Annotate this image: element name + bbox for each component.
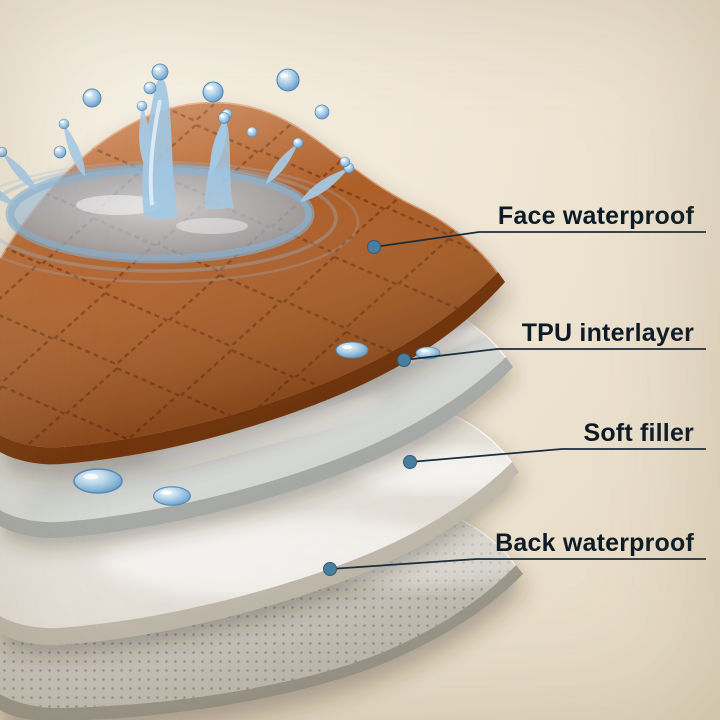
leader-line-back xyxy=(329,558,706,570)
leader-dot-back xyxy=(323,562,337,576)
water-splash-illustration xyxy=(0,63,360,284)
leader-dots xyxy=(323,240,417,576)
leader-line-tpu xyxy=(403,348,706,361)
label-back-waterproof: Back waterproof xyxy=(495,529,694,557)
leader-dot-tpu xyxy=(397,353,411,367)
label-face-waterproof: Face waterproof xyxy=(497,202,694,230)
leader-dot-soft xyxy=(403,455,417,469)
leader-dot-face xyxy=(367,240,381,254)
label-soft-filler: Soft filler xyxy=(583,419,694,447)
label-tpu-interlayer: TPU interlayer xyxy=(521,319,694,347)
leader-line-soft xyxy=(409,448,706,463)
leader-line-face xyxy=(373,231,706,248)
leader-lines xyxy=(329,231,706,570)
